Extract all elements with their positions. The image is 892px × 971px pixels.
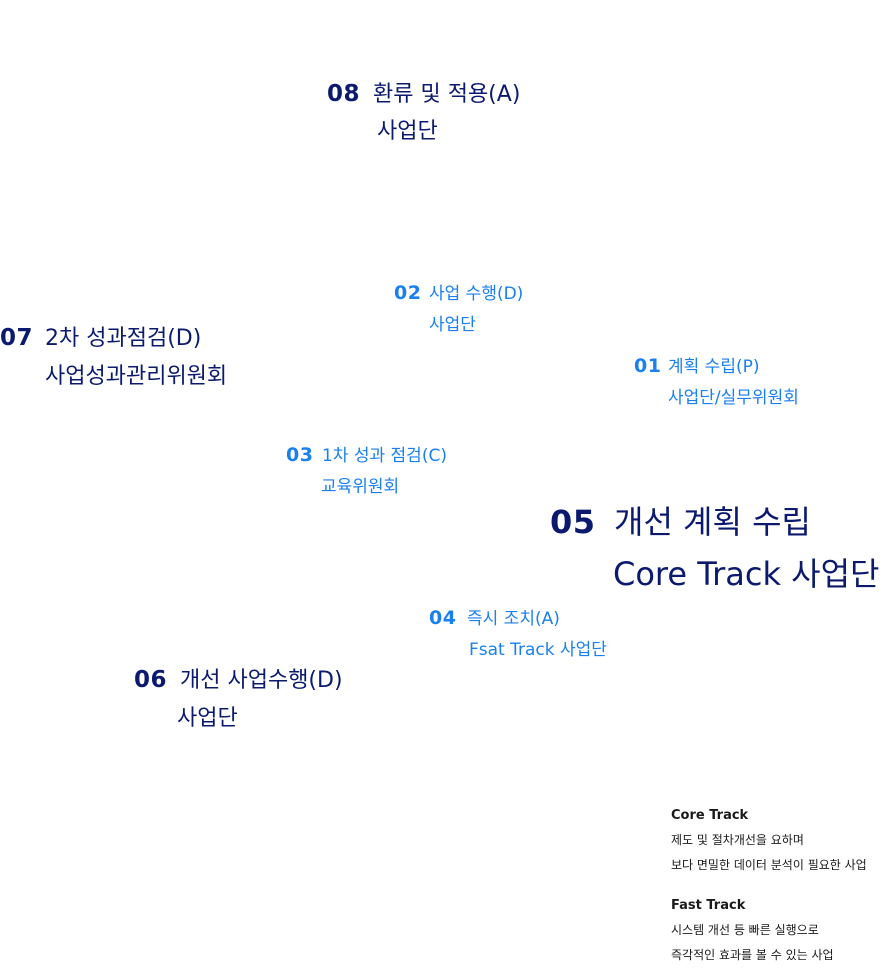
step-title: 계획 수립(P) (668, 357, 760, 377)
step-owner: 사업단 (429, 315, 476, 335)
step-number: 02 (394, 282, 422, 304)
step-title: 개선 사업수행(D) (180, 668, 343, 693)
step-number: 04 (429, 607, 457, 629)
step-title: 1차 성과 점검(C) (322, 446, 447, 466)
step-title: 환류 및 적용(A) (373, 82, 521, 107)
step-number: 08 (327, 81, 361, 107)
step-owner: 사업단 (377, 119, 438, 144)
step-01: 01 계획 수립(P) 사업단/실무위원회 (634, 352, 799, 408)
legend-title: Core Track (671, 808, 749, 823)
step-owner: 교육위원회 (321, 477, 400, 497)
step-number: 06 (134, 667, 168, 693)
step-title: 사업 수행(D) (429, 284, 524, 304)
step-02: 02 사업 수행(D) 사업단 (394, 279, 523, 335)
step-title: 즉시 조치(A) (467, 609, 560, 629)
legend-title: Fast Track (671, 898, 746, 913)
step-06: 06 개선 사업수행(D) 사업단 (134, 662, 343, 732)
legend-line: 보다 면밀한 데이터 분석이 필요한 사업 (671, 858, 867, 872)
step-owner: Fsat Track 사업단 (469, 640, 607, 660)
step-title: 2차 성과점검(D) (45, 326, 202, 351)
step-05: 05 개선 계획 수립 Core Track 사업단 (550, 497, 879, 595)
legend-line: 시스템 개선 등 빠른 실행으로 (671, 923, 819, 937)
step-owner: Core Track 사업단 (613, 555, 880, 593)
step-number: 01 (634, 355, 662, 377)
legend-line: 즉각적인 효과를 볼 수 있는 사업 (671, 948, 834, 962)
step-04: 04 즉시 조치(A) Fsat Track 사업단 (429, 604, 607, 660)
step-08: 08 환류 및 적용(A) 사업단 (327, 76, 520, 145)
step-03: 03 1차 성과 점검(C) 교육위원회 (286, 441, 447, 497)
legend-line: 제도 및 절차개선을 요하며 (671, 833, 804, 847)
step-title: 개선 계획 수립 (614, 503, 811, 541)
step-number: 07 (0, 325, 34, 351)
legend-core-track: Core Track 제도 및 절차개선을 요하며 보다 면밀한 데이터 분석이… (671, 808, 867, 881)
step-07: 07 2차 성과점검(D) 사업성과관리위원회 (0, 320, 227, 390)
step-number: 05 (550, 503, 596, 541)
legend-fast-track: Fast Track 시스템 개선 등 빠른 실행으로 즉각적인 효과를 볼 수… (671, 898, 834, 971)
step-owner: 사업단 (177, 706, 238, 731)
step-owner: 사업단/실무위원회 (668, 388, 799, 408)
step-owner: 사업성과관리위원회 (45, 364, 228, 389)
step-number: 03 (286, 444, 314, 466)
